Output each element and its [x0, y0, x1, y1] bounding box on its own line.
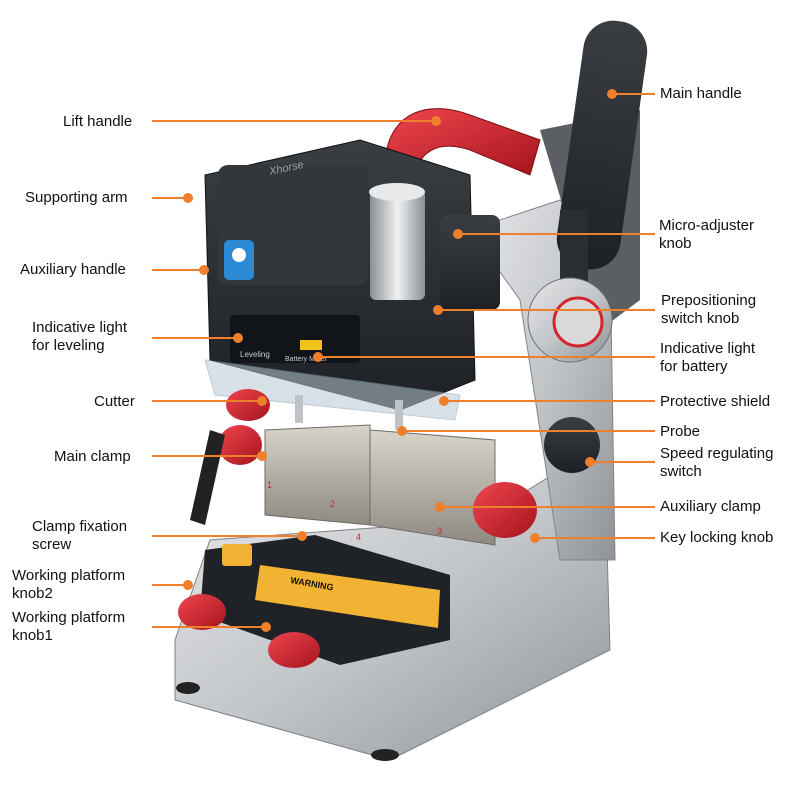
indicator-panel: [230, 315, 360, 363]
battery-indicator: [300, 340, 322, 350]
motor-cover: [218, 165, 368, 285]
clamp-mark-4: 4: [356, 532, 361, 542]
label-main-handle: Main handle: [660, 85, 742, 102]
leader-lines: [152, 89, 655, 632]
main-clamp-knob: [218, 425, 262, 465]
main-clamp-block: [264, 424, 371, 526]
label-clamp-fixation-screw: Clamp fixation screw: [32, 518, 128, 553]
leader-dot-main-clamp: [257, 451, 267, 461]
leader-dot-indicative-light-leveling: [233, 333, 243, 343]
label-micro-adjuster-knob: Micro-adjuster knob: [659, 217, 755, 252]
micro-adjuster-knob-body: [440, 215, 500, 310]
safety-sticker-icon: [232, 248, 246, 262]
micro-adjuster-cylinder: [370, 190, 425, 300]
label-auxiliary-handle: Auxiliary handle: [20, 261, 126, 278]
platform-knob-1-shape: [268, 632, 320, 668]
label-main-clamp: Main clamp: [54, 448, 131, 465]
leader-dot-working-platform-knob1: [261, 622, 271, 632]
label-speed-regulating-switch: Speed regulating switch: [660, 445, 774, 480]
auxiliary-lever: [190, 430, 225, 525]
micro-adjuster-top: [369, 183, 425, 201]
prepositioning-dial-center: [552, 296, 604, 348]
probe-tip: [395, 400, 403, 430]
base-foot: [371, 749, 399, 761]
leader-dot-lift-handle: [431, 116, 441, 126]
leader-dot-supporting-arm: [183, 193, 193, 203]
label-key-locking-knob: Key locking knob: [660, 529, 774, 546]
lift-handle-shape: [384, 108, 541, 176]
label-prepositioning-switch-knob: Prepositioning switch knob: [661, 292, 757, 327]
leader-dot-indicative-light-battery: [313, 352, 323, 362]
label-working-platform-knob2: Working platform knob2: [12, 567, 126, 602]
leader-dot-micro-adjuster-knob: [453, 229, 463, 239]
label-working-platform-knob1: Working platform knob1: [12, 609, 126, 644]
label-indicative-light-leveling: Indicative light for leveling: [32, 319, 128, 354]
clamp-mark-1: 1: [267, 480, 272, 490]
leader-dot-auxiliary-clamp: [435, 502, 445, 512]
label-protective-shield: Protective shield: [660, 393, 771, 410]
clamp-mark-2: 2: [330, 499, 335, 509]
leader-dot-working-platform-knob2: [183, 580, 193, 590]
leader-dot-prepositioning-switch-knob: [433, 305, 443, 315]
label-indicative-light-battery: Indicative light for battery: [660, 340, 756, 375]
leader-dot-clamp-fixation-screw: [297, 531, 307, 541]
leader-dot-speed-regulating-switch: [585, 457, 595, 467]
label-supporting-arm: Supporting arm: [25, 189, 128, 206]
label-probe: Probe: [660, 423, 701, 440]
main-handle-grip: [556, 20, 648, 270]
auxiliary-clamp-block: [369, 429, 496, 546]
label-auxiliary-clamp: Auxiliary clamp: [660, 498, 761, 515]
warning-panel: [255, 565, 440, 628]
label-cutter: Cutter: [94, 393, 135, 410]
leader-dot-cutter: [257, 396, 267, 406]
battery-meter-text: Battery Meter: [285, 356, 328, 363]
leader-dot-auxiliary-handle: [199, 265, 209, 275]
cutter-tip: [295, 395, 303, 423]
base-foot: [176, 682, 200, 694]
leader-dot-probe: [397, 426, 407, 436]
no-hand-sign: [222, 544, 252, 566]
leader-dot-protective-shield: [439, 396, 449, 406]
leader-dot-main-handle: [607, 89, 617, 99]
label-lift-handle: Lift handle: [63, 113, 133, 130]
platform-knob-2-shape: [178, 594, 226, 630]
key-locking-knob-shape: [473, 482, 537, 538]
leader-dot-key-locking-knob: [530, 533, 540, 543]
clamp-mark-3: 3: [437, 526, 442, 536]
leveling-light-text: Leveling: [240, 350, 270, 359]
